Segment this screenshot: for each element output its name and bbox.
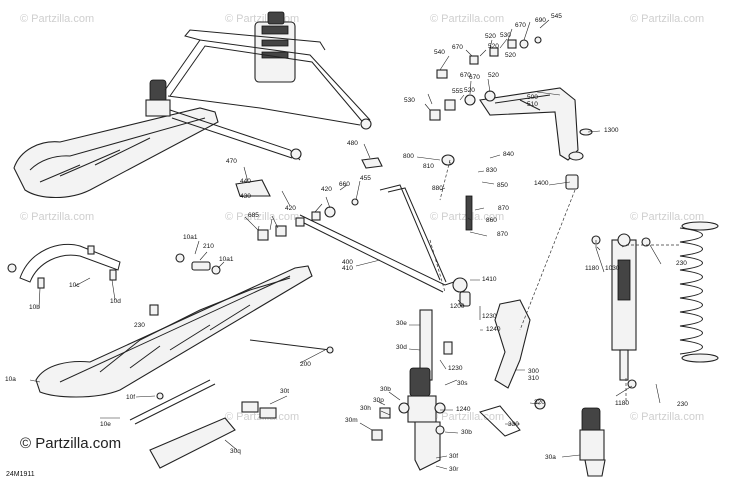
callout-label-30f[interactable]: 30f	[449, 453, 458, 460]
ski-loop-drawing	[7, 243, 221, 289]
watermark-text: © Partzilla.com	[20, 13, 94, 25]
leader-lines	[29, 19, 662, 470]
callout-label-210[interactable]: 210	[203, 243, 214, 250]
watermark-text: © Partzilla.com	[430, 13, 504, 25]
callout-label-230[interactable]: 230	[676, 260, 687, 267]
callout-label-330[interactable]: 330	[508, 421, 519, 428]
callout-label-10a[interactable]: 10a	[5, 376, 16, 383]
diagram-code: 24M1911	[6, 471, 35, 478]
callout-label-1180[interactable]: 1180	[615, 400, 629, 407]
callout-label-420[interactable]: 420	[285, 205, 296, 212]
spindle-drawing	[371, 299, 546, 471]
callout-label-690[interactable]: 690	[535, 17, 546, 24]
watermark-text: © Partzilla.com	[225, 211, 299, 223]
callout-label-520[interactable]: 520	[488, 72, 499, 79]
callout-label-850[interactable]: 850	[497, 182, 508, 189]
callout-label-670[interactable]: 670	[469, 74, 480, 81]
callout-label-10f[interactable]: 10f	[126, 394, 135, 401]
callout-label-30b[interactable]: 30b	[461, 429, 472, 436]
callout-label-520[interactable]: 520	[488, 43, 499, 50]
lower-a-arm-drawing	[235, 157, 473, 307]
callout-label-530[interactable]: 530	[500, 32, 511, 39]
callout-label-555[interactable]: 555	[452, 88, 463, 95]
watermark-text: © Partzilla.com	[630, 13, 704, 25]
callout-label-30m[interactable]: 30m	[345, 417, 358, 424]
watermark-text: © Partzilla.com	[430, 411, 504, 423]
callout-label-320[interactable]: 320	[534, 399, 545, 406]
callout-label-1400[interactable]: 1400	[534, 180, 549, 187]
callout-label-1200[interactable]: 1200	[450, 303, 465, 310]
callout-label-545[interactable]: 545	[551, 13, 562, 20]
callout-label-1410[interactable]: 1410	[482, 276, 497, 283]
callout-label-30s[interactable]: 30s	[457, 380, 468, 387]
callout-label-520[interactable]: 520	[464, 87, 475, 94]
callout-label-30p[interactable]: 30p	[373, 397, 384, 404]
callout-label-430[interactable]: 430	[240, 193, 251, 200]
callout-label-30b[interactable]: 30b	[380, 386, 391, 393]
callout-label-30h[interactable]: 30h	[360, 405, 371, 412]
callout-label-1230[interactable]: 1230	[482, 313, 497, 320]
callout-label-10c[interactable]: 10c	[69, 282, 80, 289]
callout-label-10e[interactable]: 10e	[100, 421, 111, 428]
callout-label-30t[interactable]: 30t	[280, 388, 289, 395]
watermark-text: © Partzilla.com	[630, 211, 704, 223]
callout-label-30r[interactable]: 30r	[449, 466, 459, 473]
callout-label-830[interactable]: 830	[486, 167, 497, 174]
callout-label-410[interactable]: 410	[342, 265, 353, 272]
callout-label-10d[interactable]: 10d	[110, 298, 121, 305]
callout-label-30d[interactable]: 30d	[396, 344, 407, 351]
callout-label-30e[interactable]: 30e	[396, 320, 407, 327]
callout-label-1240[interactable]: 1240	[486, 326, 501, 333]
callout-label-670[interactable]: 670	[452, 44, 463, 51]
callout-label-1180[interactable]: 1180	[585, 265, 599, 272]
callout-label-1030[interactable]: 1030	[605, 265, 620, 272]
callout-label-1240[interactable]: 1240	[456, 406, 471, 413]
callout-label-660[interactable]: 660	[339, 181, 350, 188]
callout-label-400[interactable]: 400	[342, 259, 353, 266]
callout-label-510[interactable]: 510	[527, 101, 538, 108]
callout-label-860[interactable]: 860	[486, 217, 497, 224]
upper-ski-assembly-drawing	[13, 11, 372, 198]
callout-label-200[interactable]: 200	[300, 361, 311, 368]
callout-label-440[interactable]: 440	[240, 178, 251, 185]
callout-label-880[interactable]: 880	[432, 185, 443, 192]
callout-label-520[interactable]: 520	[485, 33, 496, 40]
callout-label-670[interactable]: 670	[460, 72, 471, 79]
callout-label-455[interactable]: 455	[360, 175, 371, 182]
callout-label-470[interactable]: 470	[226, 158, 237, 165]
callout-label-10a1[interactable]: 10a1	[183, 234, 198, 241]
callout-label-520[interactable]: 520	[505, 52, 516, 59]
callout-label-870[interactable]: 870	[498, 205, 509, 212]
watermark-text: © Partzilla.com	[20, 211, 94, 223]
callout-label-10a1[interactable]: 10a1	[219, 256, 234, 263]
callout-label-685[interactable]: 685	[248, 212, 259, 219]
shock-absorber-drawing	[579, 221, 719, 477]
callout-label-310[interactable]: 310	[528, 375, 539, 382]
callout-label-1300[interactable]: 1300	[604, 127, 619, 134]
callout-label-300[interactable]: 300	[528, 368, 539, 375]
callout-label-10b[interactable]: 10b	[29, 304, 40, 311]
callout-label-840[interactable]: 840	[503, 151, 514, 158]
upper-a-arm-drawing	[429, 36, 593, 190]
callout-label-30a[interactable]: 30a	[545, 454, 556, 461]
brand-text: © Partzilla.com	[20, 435, 121, 452]
callout-label-1230[interactable]: 1230	[448, 365, 463, 372]
callout-label-540[interactable]: 540	[434, 49, 445, 56]
callout-label-480[interactable]: 480	[347, 140, 358, 147]
callout-label-420[interactable]: 420	[321, 186, 332, 193]
lower-ski-drawing	[35, 265, 334, 469]
callout-label-230[interactable]: 230	[134, 322, 145, 329]
callout-label-30q[interactable]: 30q	[230, 448, 241, 455]
watermark-text: © Partzilla.com	[630, 411, 704, 423]
callout-label-670[interactable]: 670	[515, 22, 526, 29]
callout-label-870[interactable]: 870	[497, 231, 508, 238]
callout-label-810[interactable]: 810	[423, 163, 434, 170]
callout-label-800[interactable]: 800	[403, 153, 414, 160]
callout-label-530[interactable]: 530	[404, 97, 415, 104]
callout-label-230[interactable]: 230	[677, 401, 688, 408]
callout-label-500[interactable]: 500	[527, 94, 538, 101]
